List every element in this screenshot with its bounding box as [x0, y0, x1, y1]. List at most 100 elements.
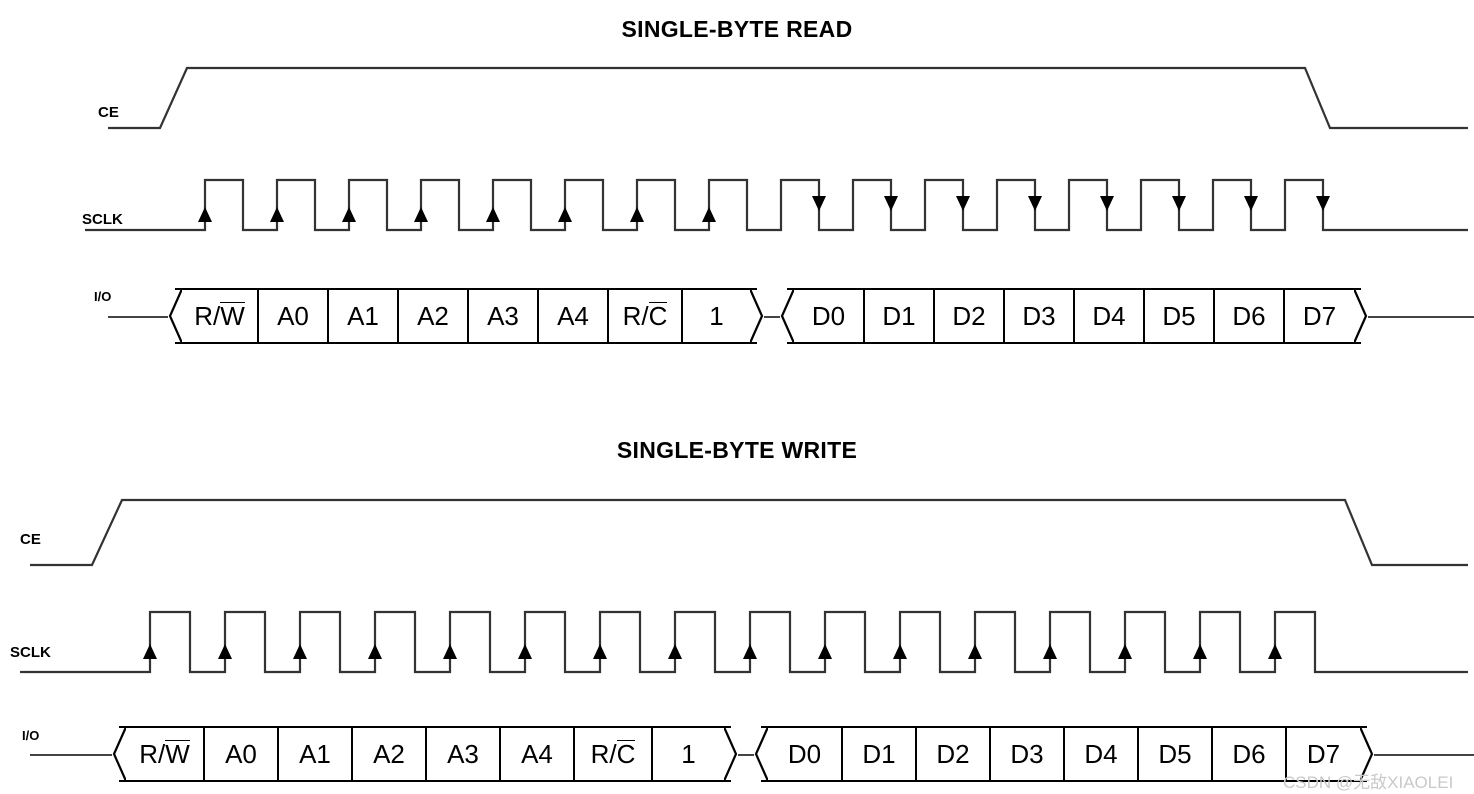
read-io-label: I/O: [94, 289, 112, 304]
write-io-command-address-top-rail: [119, 726, 731, 728]
write-sclk-edge-12: [1043, 644, 1057, 659]
read-sclk-edge-15: [1316, 196, 1330, 211]
read-io-data-byte-right-cap-icon: [1354, 288, 1368, 344]
read-io-cell-A1: A1: [328, 288, 398, 344]
write-sclk-edge-13: [1118, 644, 1132, 659]
write-ce-label: CE: [20, 531, 41, 548]
write-io-cell-D0: D0: [768, 726, 842, 782]
read-io-cell-D5: D5: [1144, 288, 1214, 344]
read-sclk-edge-2: [342, 207, 356, 222]
read-sclk-edge-1: [270, 207, 284, 222]
write-io-data-byte-bottom-rail: [761, 780, 1367, 782]
write-sclk-edge-1: [218, 644, 232, 659]
read-io-command-address-bottom-rail: [175, 342, 757, 344]
write-io-cell-D5: D5: [1138, 726, 1212, 782]
write-sclk-edge-14: [1193, 644, 1207, 659]
write-io-cell-1: 1: [652, 726, 724, 782]
read-diagram-title: SINGLE-BYTE READ: [621, 16, 853, 42]
read-io-cell-A4: A4: [538, 288, 608, 344]
read-io-cell-D6: D6: [1214, 288, 1284, 344]
write-sclk-edge-11: [968, 644, 982, 659]
write-io-right-lead: [1374, 754, 1474, 756]
write-io-overline-C: C: [616, 738, 636, 769]
write-sclk-edge-15: [1268, 644, 1282, 659]
read-io-overline-W: W: [220, 300, 245, 331]
write-io-data-byte-top-rail: [761, 726, 1367, 728]
read-sclk-edge-4: [486, 207, 500, 222]
read-io-left-lead: [108, 316, 168, 318]
write-io-cell-A1: A1: [278, 726, 352, 782]
write-io-cell-D1: D1: [842, 726, 916, 782]
read-io-cell-D4: D4: [1074, 288, 1144, 344]
read-io-cell-D3: D3: [1004, 288, 1074, 344]
write-io-cell-A4: A4: [500, 726, 574, 782]
write-io-cell-D7: D7: [1286, 726, 1360, 782]
read-sclk-edge-6: [630, 207, 644, 222]
read-io-cell-D2: D2: [934, 288, 1004, 344]
read-io-cell-R-C: R/C: [608, 288, 682, 344]
write-ce-waveform: [30, 498, 1468, 567]
read-io-cell-A2: A2: [398, 288, 468, 344]
read-sclk-label: SCLK: [82, 211, 123, 228]
read-io-cell-A0: A0: [258, 288, 328, 344]
watermark: CSDN @无敌XIAOLEI: [1283, 773, 1454, 792]
read-io-data-byte-top-rail: [787, 288, 1361, 290]
write-io-cell-A2: A2: [352, 726, 426, 782]
write-io-command-address-right-cap-icon: [724, 726, 738, 782]
read-io-cell-A3: A3: [468, 288, 538, 344]
read-sclk-edge-7: [702, 207, 716, 222]
read-io-cell-R-W: R/W: [182, 288, 258, 344]
read-sclk-waveform: [85, 178, 1468, 232]
write-io-cell-R-W: R/W: [126, 726, 204, 782]
read-io-command-address-top-rail: [175, 288, 757, 290]
write-io-overline-W: W: [165, 738, 190, 769]
write-io-group-link: [738, 754, 754, 756]
read-io-overline-C: C: [648, 300, 668, 331]
read-io-cell-D7: D7: [1284, 288, 1354, 344]
write-sclk-edge-0: [143, 644, 157, 659]
read-io-command-address-right-cap-icon: [750, 288, 764, 344]
write-sclk-edge-8: [743, 644, 757, 659]
read-sclk-edge-9: [884, 196, 898, 211]
read-sclk-edge-5: [558, 207, 572, 222]
read-io-command-address-left-cap-icon: [168, 288, 182, 344]
write-sclk-edge-5: [518, 644, 532, 659]
write-io-data-byte-left-cap-icon: [754, 726, 768, 782]
write-sclk-edge-10: [893, 644, 907, 659]
read-sclk-edge-11: [1028, 196, 1042, 211]
read-io-right-lead: [1368, 316, 1474, 318]
read-ce-label: CE: [98, 104, 119, 121]
write-sclk-edge-9: [818, 644, 832, 659]
write-io-cell-D4: D4: [1064, 726, 1138, 782]
read-sclk-edge-0: [198, 207, 212, 222]
write-io-cell-A0: A0: [204, 726, 278, 782]
read-ce-waveform: [108, 66, 1468, 130]
write-io-left-lead: [30, 754, 112, 756]
write-io-data-byte-right-cap-icon: [1360, 726, 1374, 782]
write-sclk-edge-6: [593, 644, 607, 659]
write-sclk-label: SCLK: [10, 644, 51, 661]
write-io-cell-R-C: R/C: [574, 726, 652, 782]
read-sclk-edge-10: [956, 196, 970, 211]
read-io-data-byte-left-cap-icon: [780, 288, 794, 344]
read-sclk-edge-14: [1244, 196, 1258, 211]
write-io-cell-A3: A3: [426, 726, 500, 782]
read-io-group-link: [764, 316, 780, 318]
read-io-cell-1: 1: [682, 288, 750, 344]
write-io-cell-D6: D6: [1212, 726, 1286, 782]
write-sclk-waveform: [20, 610, 1468, 674]
write-io-cell-D2: D2: [916, 726, 990, 782]
read-sclk-edge-12: [1100, 196, 1114, 211]
write-io-command-address-bottom-rail: [119, 780, 731, 782]
write-io-label: I/O: [22, 728, 40, 743]
read-io-cell-D1: D1: [864, 288, 934, 344]
write-io-cell-D3: D3: [990, 726, 1064, 782]
read-io-cell-D0: D0: [794, 288, 864, 344]
